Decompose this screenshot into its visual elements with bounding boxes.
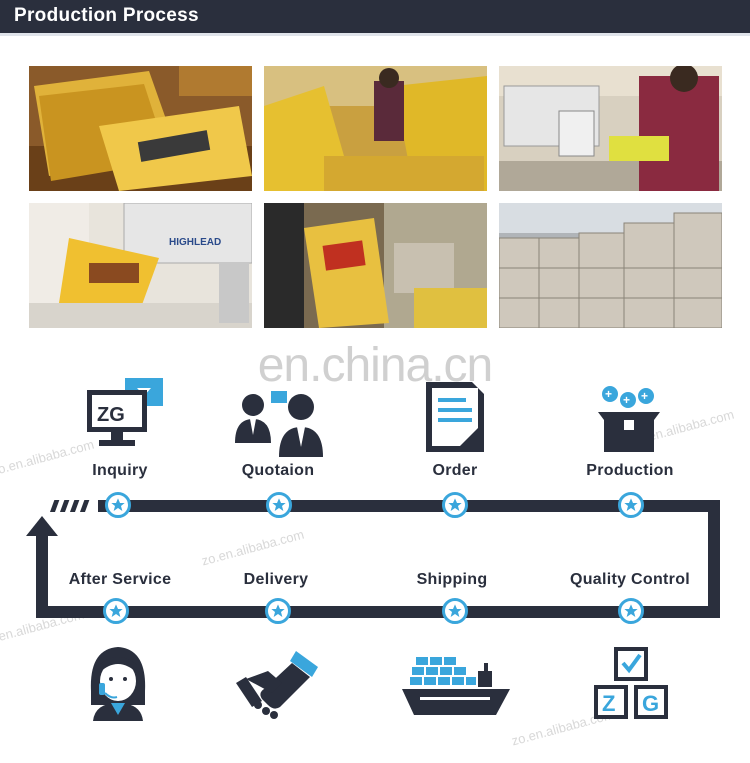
step-inquiry-marker — [105, 492, 131, 518]
quality-block-g: G — [642, 691, 659, 716]
photo-warehouse-boxes — [499, 203, 722, 328]
computer-icon: ZG — [85, 378, 165, 458]
quality-blocks-icon: Z G — [592, 645, 672, 726]
step-after-service-label: After Service — [68, 571, 172, 588]
handshake-icon — [232, 645, 324, 725]
svg-text:+: + — [605, 387, 612, 401]
step-quotation-label: Quotaion — [241, 462, 315, 479]
customer-service-icon — [85, 643, 151, 726]
quality-block-z: Z — [602, 691, 615, 716]
step-delivery-label: Delivery — [243, 571, 309, 588]
header-bar: Production Process — [0, 0, 750, 36]
photo-workers-sorting — [264, 66, 487, 191]
process-loop-line — [26, 500, 720, 618]
cargo-ship-icon — [400, 653, 512, 723]
step-inquiry-label: Inquiry — [92, 462, 148, 479]
machine-brand-label: HIGHLEAD — [169, 237, 221, 248]
step-shipping-label: Shipping — [416, 571, 488, 588]
svg-text:+: + — [641, 389, 648, 403]
photo-stacked-bags — [29, 66, 252, 191]
page-title: Production Process — [14, 5, 199, 26]
step-production-label: Production — [586, 462, 674, 479]
document-icon — [422, 380, 488, 460]
businessmen-icon — [233, 385, 328, 465]
step-delivery-marker — [265, 598, 291, 624]
computer-screen-text: ZG — [97, 404, 125, 426]
step-quotation-marker — [266, 492, 292, 518]
photo-highlead-sewing-machine: HIGHLEAD — [29, 203, 252, 328]
step-after-service-marker — [103, 598, 129, 624]
step-quality-control-marker — [618, 598, 644, 624]
photo-sewing-worker — [499, 66, 722, 191]
step-order-marker — [442, 492, 468, 518]
box-icon: + + + — [594, 380, 664, 460]
step-shipping-marker — [442, 598, 468, 624]
step-quality-control-label: Quality Control — [569, 571, 691, 588]
photo-inspecting-bag — [264, 203, 487, 328]
step-order-label: Order — [432, 462, 478, 479]
step-production-marker — [618, 492, 644, 518]
svg-text:+: + — [623, 393, 630, 407]
